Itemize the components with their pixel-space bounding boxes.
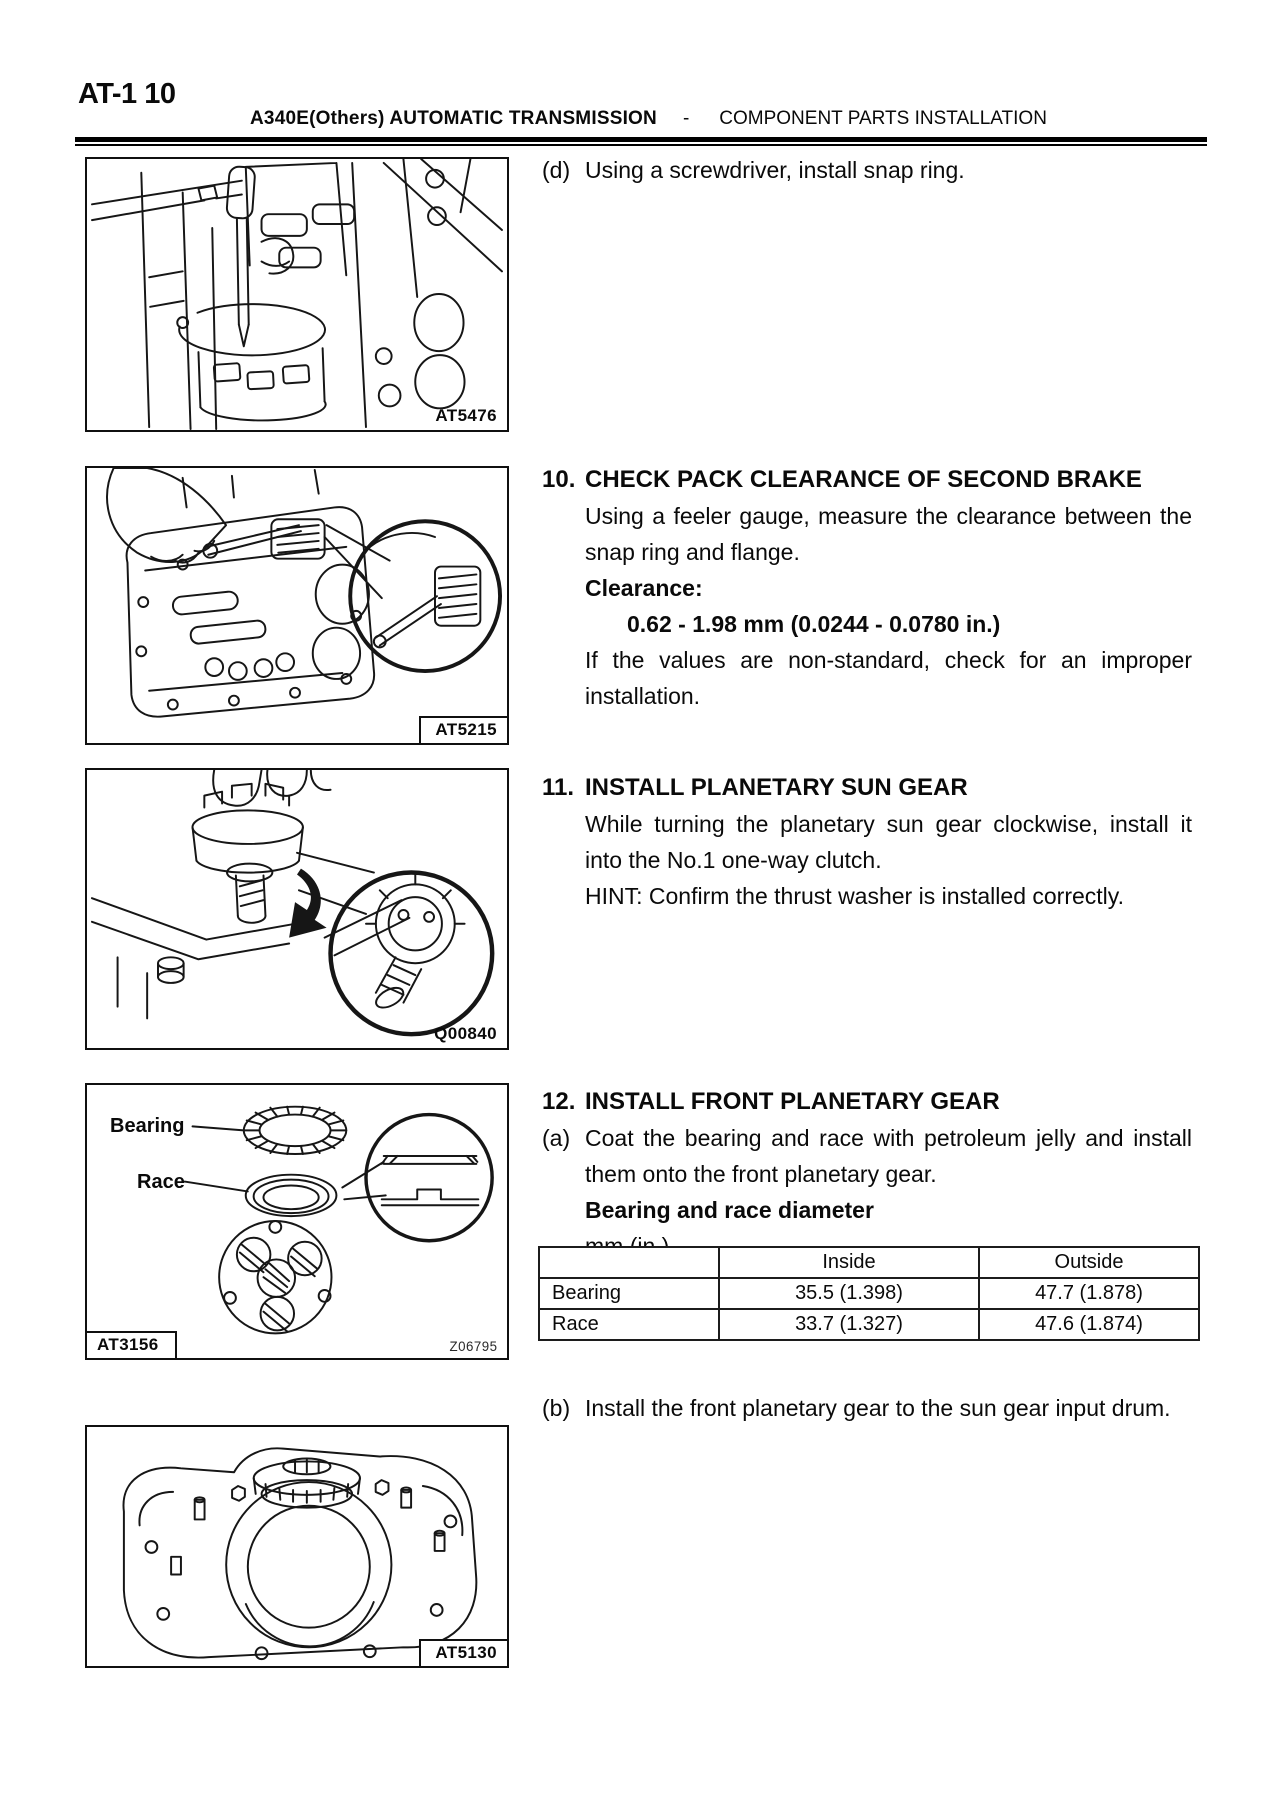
figure-drawing xyxy=(90,770,495,1037)
step-10-body: Using a feeler gauge, measure the cleara… xyxy=(585,503,1192,565)
figure-code: AT5215 xyxy=(419,716,507,743)
page-number: AT-1 10 xyxy=(78,78,176,110)
step-12b: (b) Install the front planetary gear to … xyxy=(542,1390,1192,1426)
step-11: 11. INSTALL PLANETARY SUN GEAR While tur… xyxy=(542,770,1192,914)
step-12-number: 12. xyxy=(542,1088,576,1115)
step-d-marker: (d) xyxy=(542,157,571,183)
callout-circle xyxy=(348,519,503,674)
hand xyxy=(106,468,228,563)
figure-drawing xyxy=(122,1447,478,1661)
clearance-label: Clearance: xyxy=(585,575,703,601)
bearing-label: Bearing xyxy=(110,1115,185,1137)
header-section: A340E(Others) AUTOMATIC TRANSMISSION xyxy=(250,108,657,129)
race-label: Race xyxy=(137,1171,185,1193)
clearance-value: 0.62 - 1.98 mm (0.0244 - 0.0780 in.) xyxy=(627,611,1001,637)
table-header-outside: Outside xyxy=(978,1246,1200,1279)
step-d: (d) Using a screwdriver, install snap ri… xyxy=(542,152,1192,188)
screwdriver xyxy=(225,165,256,348)
figure-front-planetary-install: AT5130 xyxy=(85,1425,509,1668)
header-chapter: COMPONENT PARTS INSTALLATION xyxy=(719,108,1047,129)
figure-code: AT5476 xyxy=(435,406,497,425)
figure-feeler-gauge-check: AT5215 xyxy=(85,466,509,745)
step-10-title: CHECK PACK CLEARANCE OF SECOND BRAKE xyxy=(585,466,1142,493)
bearing-race-diameter-table: Inside Outside Bearing 35.5 (1.398) 47.7… xyxy=(538,1246,1200,1341)
bearing-inside-value: 35.5 (1.398) xyxy=(718,1277,980,1310)
table-header-inside: Inside xyxy=(718,1246,980,1279)
figure-sun-gear-install: Q00840 xyxy=(85,768,509,1050)
front-planetary-gear xyxy=(218,1220,333,1335)
step-d-text: Using a screwdriver, install snap ring. xyxy=(585,157,965,183)
step-11-number: 11. xyxy=(542,774,575,801)
step-11-title: INSTALL PLANETARY SUN GEAR xyxy=(585,774,968,801)
step-10: 10. CHECK PACK CLEARANCE OF SECOND BRAKE… xyxy=(542,462,1192,714)
front-planetary-gear xyxy=(252,1457,361,1509)
valve-body xyxy=(125,506,376,718)
planetary-sun-gear xyxy=(191,782,304,924)
feeler-gauge xyxy=(202,524,302,559)
step-11-body: While turning the planetary sun gear clo… xyxy=(585,811,1192,873)
spec-title: Bearing and race diameter xyxy=(585,1197,874,1223)
race-inside-value: 33.7 (1.327) xyxy=(718,1308,980,1341)
running-header: A340E(Others) AUTOMATIC TRANSMISSION - C… xyxy=(250,108,1047,130)
bearing-row-label: Bearing xyxy=(538,1277,720,1310)
step-10-note: If the values are non-standard, check fo… xyxy=(585,647,1192,709)
step-12: 12. INSTALL FRONT PLANETARY GEAR (a) Coa… xyxy=(542,1084,1192,1264)
callout-circle xyxy=(364,1112,494,1243)
table-row-bearing: Bearing 35.5 (1.398) 47.7 (1.878) xyxy=(538,1277,1200,1310)
figure-code: AT3156 xyxy=(87,1331,177,1358)
figure-code: AT5130 xyxy=(419,1639,507,1666)
step-12a-text: Coat the bearing and race with petroleum… xyxy=(585,1125,1192,1187)
step-10-number: 10. xyxy=(542,466,576,493)
figure-snap-ring-install: AT5476 xyxy=(85,157,509,432)
step-12-title: INSTALL FRONT PLANETARY GEAR xyxy=(585,1088,1000,1115)
transmission-case xyxy=(122,1447,478,1659)
rotation-arrow xyxy=(289,868,327,938)
figure-code-right: Z06795 xyxy=(449,1338,497,1354)
bearing-outside-value: 47.7 (1.878) xyxy=(978,1277,1200,1310)
table-header-row: Inside Outside xyxy=(538,1246,1200,1279)
table-row-race: Race 33.7 (1.327) 47.6 (1.874) xyxy=(538,1308,1200,1341)
race-ring xyxy=(244,1173,338,1218)
callout-circle xyxy=(328,870,495,1037)
step-11-hint: HINT: Confirm the thrust washer is insta… xyxy=(585,883,1124,909)
figure-drawing xyxy=(106,468,503,718)
hand xyxy=(212,770,263,807)
figure-bearing-race: Bearing Race AT3156 Z06795 xyxy=(85,1083,509,1360)
step-12b-text: Install the front planetary gear to the … xyxy=(585,1395,1171,1421)
bearing-ring xyxy=(242,1105,348,1155)
figure-drawing xyxy=(91,159,503,430)
header-separator: - xyxy=(682,108,690,129)
race-outside-value: 47.6 (1.874) xyxy=(978,1308,1200,1341)
figure-drawing xyxy=(183,1105,494,1335)
step-12a-marker: (a) xyxy=(542,1125,571,1151)
figure-code: Q00840 xyxy=(434,1024,497,1043)
table-header-blank xyxy=(538,1246,720,1279)
snap-ring xyxy=(176,303,326,357)
step-12b-marker: (b) xyxy=(542,1395,571,1421)
header-rule xyxy=(75,137,1207,146)
race-row-label: Race xyxy=(538,1308,720,1341)
